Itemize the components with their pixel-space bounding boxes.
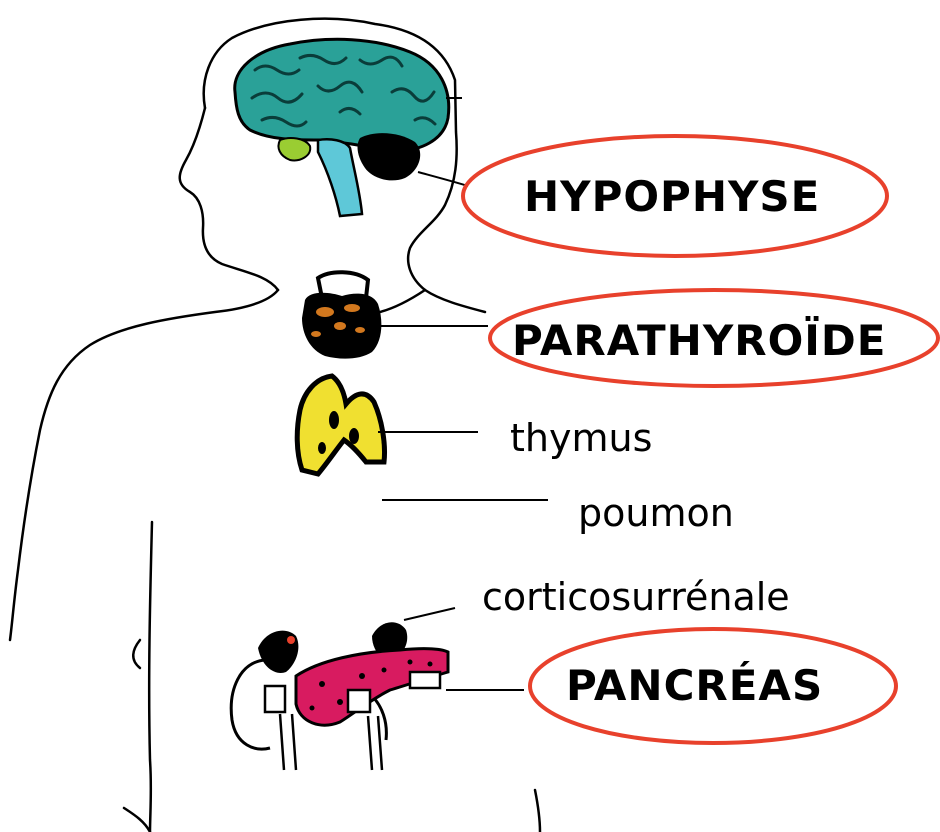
label-thymus: thymus bbox=[510, 419, 652, 457]
pancreas-icon bbox=[231, 608, 524, 770]
label-hypophyse: HYPOPHYSE bbox=[524, 176, 820, 218]
brain-icon bbox=[235, 39, 468, 216]
label-corticosurrenale: corticosurrénale bbox=[482, 578, 790, 616]
label-parathyroide: PARATHYROÏDE bbox=[512, 320, 886, 362]
label-pancreas: PANCRÉAS bbox=[566, 665, 823, 707]
thymus-icon bbox=[297, 376, 478, 474]
thyroid-gland-icon bbox=[302, 272, 488, 358]
label-poumon: poumon bbox=[578, 494, 734, 532]
